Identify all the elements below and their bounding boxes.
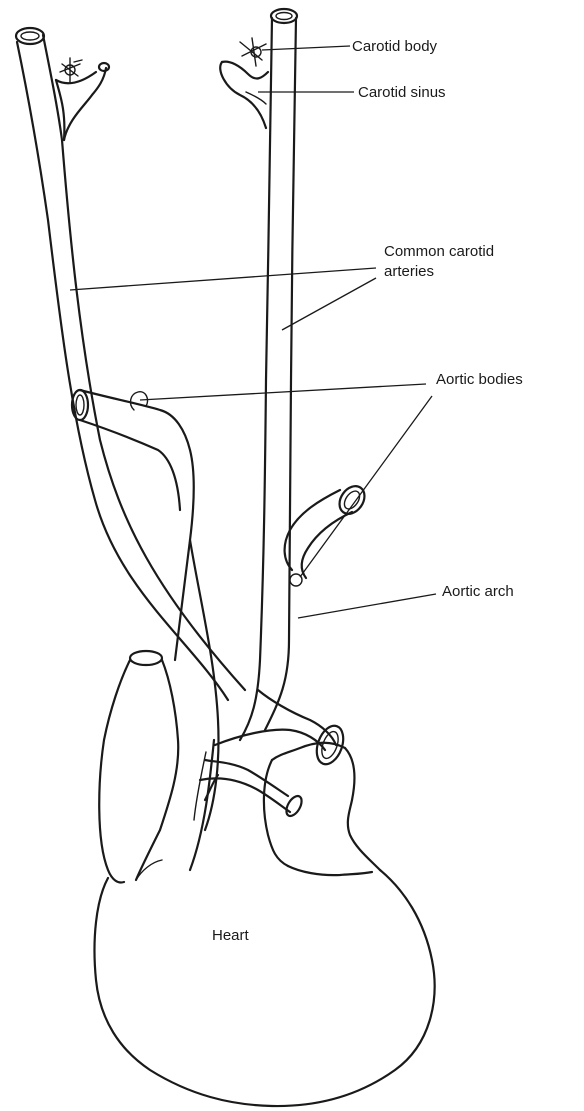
superior-vena-cava (99, 651, 178, 883)
label-carotid-body: Carotid body (352, 38, 438, 55)
left-subclavian-branch (72, 390, 194, 660)
right-carotid-sinus (220, 62, 268, 128)
leader-common-carotid-left (70, 268, 376, 290)
leader-lines (70, 46, 436, 618)
label-heart: Heart (212, 927, 250, 944)
labels: Carotid body Carotid sinus Common caroti… (212, 38, 523, 944)
left-carotid-sinus (56, 63, 109, 140)
label-carotid-sinus: Carotid sinus (358, 84, 446, 101)
left-carotid-body (60, 58, 82, 82)
leader-common-carotid-right (282, 278, 376, 330)
heart-outline (95, 743, 435, 1106)
right-common-carotid-artery (240, 9, 297, 740)
leader-aortic-arch (298, 594, 436, 618)
pulmonary-trunk (190, 740, 305, 870)
leader-aortic-bodies-left (140, 384, 426, 400)
leader-carotid-body (262, 46, 350, 50)
label-common-carotid-line1: Common carotid (384, 243, 494, 260)
label-aortic-bodies: Aortic bodies (436, 371, 523, 388)
label-aortic-arch: Aortic arch (442, 583, 514, 600)
leader-aortic-bodies-right (300, 396, 432, 577)
right-subclavian-branch (285, 481, 370, 586)
right-carotid-body (240, 38, 266, 66)
aortic-arch (190, 540, 348, 830)
left-common-carotid-artery (16, 28, 245, 700)
label-common-carotid-line2: arteries (384, 263, 434, 280)
